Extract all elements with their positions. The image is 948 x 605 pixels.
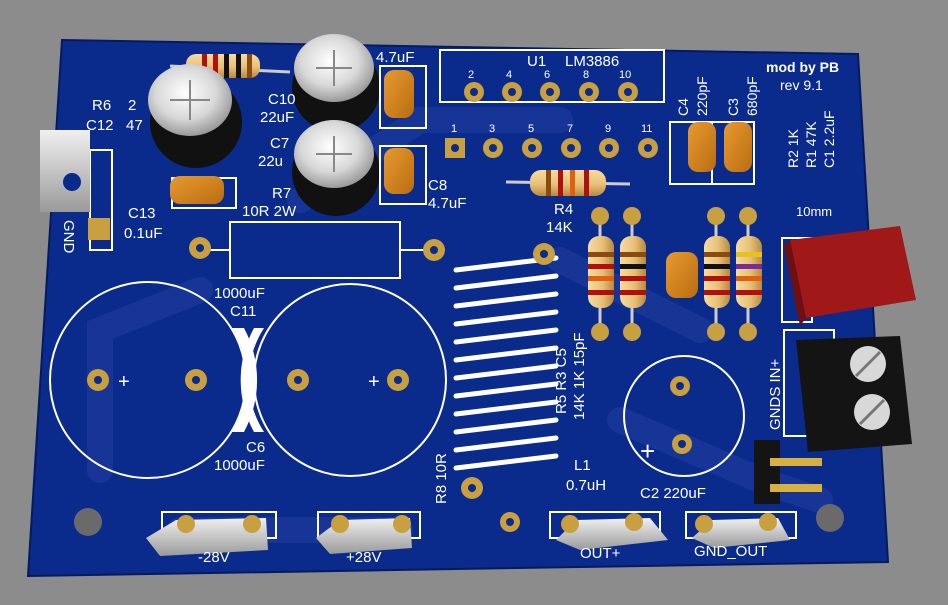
plus-sign: + bbox=[640, 436, 655, 466]
u1-label: U1 bbox=[527, 53, 546, 70]
input-terminal-block bbox=[783, 329, 912, 452]
r1-resistor bbox=[736, 207, 762, 341]
r4-resistor bbox=[505, 170, 631, 196]
u1-silkscreen-outline bbox=[439, 49, 665, 103]
terminal-pos-label: +28V bbox=[346, 549, 381, 566]
pin-label: 1 bbox=[451, 123, 457, 135]
l1-value: 0.7uH bbox=[566, 477, 606, 494]
gnds-in-label: GNDS IN+ bbox=[767, 358, 784, 430]
c10-value: 22uF bbox=[260, 109, 294, 126]
c7-capacitor bbox=[292, 120, 380, 216]
pin-label: 8 bbox=[583, 69, 589, 81]
c12-label: C12 bbox=[86, 117, 114, 134]
c8-silkscreen bbox=[379, 145, 427, 205]
terminal-gnd-out bbox=[685, 511, 797, 548]
pin-label: 9 bbox=[605, 123, 611, 135]
c3-value: 680pF bbox=[744, 76, 760, 116]
c5-capacitor bbox=[666, 252, 698, 298]
pot-size-label: 10mm bbox=[796, 204, 832, 219]
top-cap-value: 4.7uF bbox=[376, 49, 414, 66]
terminal-neg-label: -28V bbox=[198, 549, 230, 566]
terminal-out-label: OUT+ bbox=[580, 545, 621, 562]
r1-label: R1 47K bbox=[803, 121, 819, 168]
l1-label: L1 bbox=[574, 457, 591, 474]
pin-label: 2 bbox=[468, 69, 474, 81]
c8-capacitor bbox=[384, 148, 414, 194]
r6-value: 2 bbox=[128, 97, 136, 114]
c4-label: C4 bbox=[675, 98, 691, 116]
c4-value: 220pF bbox=[694, 76, 710, 116]
c6-capacitor-outline bbox=[240, 283, 447, 477]
r4-label: R4 bbox=[554, 201, 573, 218]
terminal-neg-28v bbox=[146, 511, 277, 556]
c6-label: C6 bbox=[246, 439, 265, 456]
mid-labels-line2: 14K 1K 15pF bbox=[571, 332, 588, 420]
gnd-left-label: GND bbox=[60, 220, 77, 254]
revision-label: rev 9.1 bbox=[780, 77, 823, 93]
r2-label: R2 1K bbox=[785, 128, 801, 168]
pin-label: 3 bbox=[489, 123, 495, 135]
r3-resistor bbox=[620, 207, 646, 341]
c4-capacitor bbox=[688, 122, 716, 172]
pin-label: 7 bbox=[567, 123, 573, 135]
c3-label: C3 bbox=[725, 98, 741, 116]
c2-label: C2 220uF bbox=[640, 485, 706, 502]
c8-label: C8 bbox=[428, 177, 447, 194]
r6-label: R6 bbox=[92, 97, 111, 114]
c13-label: C13 bbox=[128, 205, 156, 222]
c8-value: 4.7uF bbox=[428, 195, 466, 212]
r5-resistor bbox=[588, 207, 614, 341]
r8-label: R8 10R bbox=[433, 453, 450, 504]
c13-value: 0.1uF bbox=[124, 225, 162, 242]
c10-capacitor bbox=[292, 34, 380, 132]
top-smd-capacitor bbox=[384, 70, 414, 118]
plus-sign: + bbox=[118, 371, 130, 393]
terminal-gnd-label: GND_OUT bbox=[694, 543, 767, 560]
pin-label: 4 bbox=[506, 69, 512, 81]
u1-bottom-pins bbox=[445, 138, 658, 158]
c12-capacitor bbox=[148, 64, 242, 168]
c11-label: C11 bbox=[230, 303, 256, 320]
terminal-out bbox=[549, 511, 668, 550]
mounting-hole bbox=[816, 504, 844, 532]
c-top-silkscreen bbox=[379, 65, 427, 129]
mid-labels-line1: R5 R3 C5 bbox=[553, 348, 570, 414]
pin-label: 11 bbox=[641, 123, 652, 135]
r4-value: 14K bbox=[546, 219, 573, 236]
r7-label: R7 bbox=[272, 185, 291, 202]
pin-label: 5 bbox=[528, 123, 534, 135]
u1-top-pins bbox=[464, 82, 638, 102]
mounting-hole bbox=[74, 508, 102, 536]
plus-sign: + bbox=[368, 371, 380, 393]
c3-capacitor bbox=[724, 122, 752, 172]
left-tab-connector bbox=[40, 130, 113, 251]
c10-label: C10 bbox=[268, 91, 296, 108]
terminal-pos-28v bbox=[316, 511, 421, 554]
credit-label: mod by PB bbox=[766, 59, 839, 75]
c7-value: 22u bbox=[258, 153, 283, 170]
r2-resistor bbox=[704, 207, 730, 341]
u1-part-label: LM3886 bbox=[565, 53, 619, 70]
pin-header bbox=[754, 440, 822, 504]
c13-capacitor bbox=[170, 176, 224, 204]
pin-label: 6 bbox=[544, 69, 550, 81]
r7-value: 10R 2W bbox=[242, 203, 297, 220]
potentiometer bbox=[781, 226, 916, 326]
c2-capacitor-outline bbox=[623, 355, 745, 477]
c12-value: 47 bbox=[126, 117, 143, 134]
pin-label: 10 bbox=[619, 69, 631, 81]
c7-label: C7 bbox=[270, 135, 289, 152]
c1-label: C1 2.2uF bbox=[821, 110, 837, 168]
c11-value: 1000uF bbox=[214, 285, 265, 302]
c6-value: 1000uF bbox=[214, 457, 265, 474]
